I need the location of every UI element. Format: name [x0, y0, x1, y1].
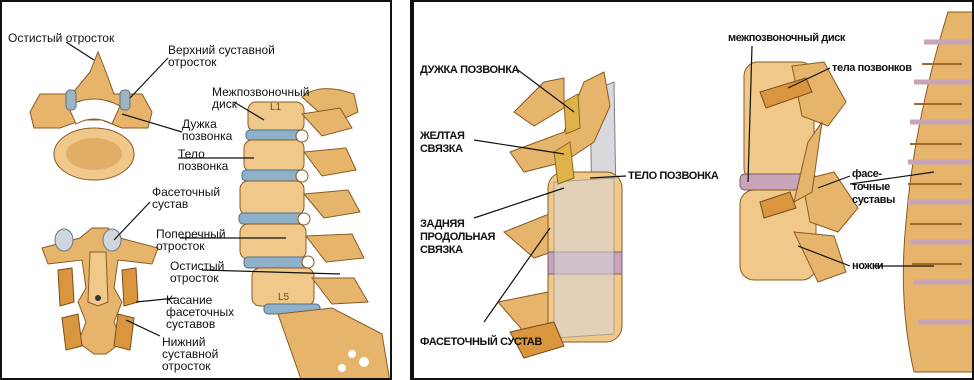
label-facet-joint: ФАСЕТОЧНЫЙ СУСТАВ [420, 336, 542, 348]
label-posterior-ligament-2: ПРОДОЛЬНАЯ [420, 231, 495, 243]
label-l1: L1 [270, 102, 281, 113]
label-contact-3: суставов [166, 318, 215, 330]
label-facet-joint-2: сустав [152, 198, 188, 210]
label-transverse-2: отросток [156, 240, 205, 252]
spine-side-view [740, 62, 858, 282]
label-posterior-ligament-1: ЗАДНЯЯ [420, 218, 464, 230]
spinal-column-far-right [903, 12, 974, 372]
right-anatomy-panel: ДУЖКА ПОЗВОНКА ЖЕЛТАЯ СВЯЗКА ТЕЛО ПОЗВОН… [410, 0, 974, 380]
label-superior-articular-2: отросток [168, 56, 217, 68]
label-inferior-3: отросток [162, 360, 211, 372]
label-yellow-ligament-2: СВЯЗКА [420, 143, 463, 155]
label-body-2: позвонка [178, 160, 228, 172]
spine-ligaments-illustration [414, 2, 974, 380]
vertebrae-rear-view [42, 228, 158, 354]
label-vertebral-body: ТЕЛО ПОЗВОНКА [628, 170, 718, 182]
label-facet-joints-3: суставы [852, 194, 895, 206]
label-vertebral-bodies: тела позвонков [832, 62, 912, 74]
label-arch-2: позвонка [182, 130, 232, 142]
label-l5: L5 [278, 292, 289, 303]
vertebra-top-view [30, 52, 152, 180]
lumbar-spine-side-view [239, 89, 390, 380]
label-facet-joints-2: точные [852, 181, 890, 193]
spine-segment-ligaments [498, 72, 622, 358]
label-pedicles: ножки [852, 260, 883, 272]
label-facet-joints-1: фасе- [852, 168, 882, 180]
label-intervertebral-2: диск [212, 98, 237, 110]
label-intervertebral-disc: межпозвоночный диск [728, 32, 845, 44]
label-yellow-ligament-1: ЖЕЛТАЯ [420, 130, 464, 142]
label-posterior-ligament-3: СВЯЗКА [420, 244, 463, 256]
label-spinous-process-top: Остистый отросток [8, 32, 114, 44]
left-anatomy-panel: Остистый отросток Верхний суставной отро… [0, 0, 392, 380]
label-spinous-mid-2: отросток [170, 272, 219, 284]
label-vertebral-arch: ДУЖКА ПОЗВОНКА [420, 64, 519, 76]
